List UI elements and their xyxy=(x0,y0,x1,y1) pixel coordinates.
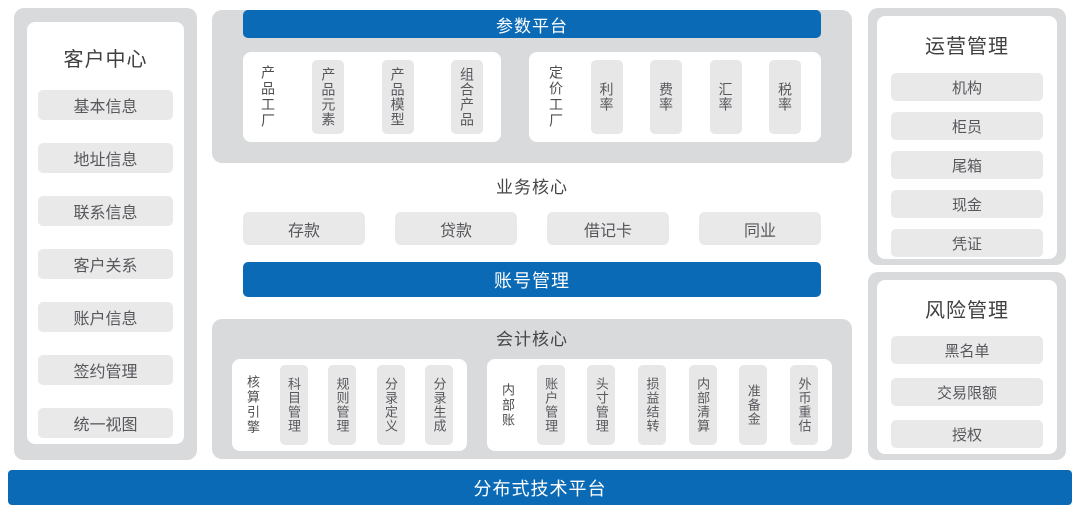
business-core-item-deposit: 存款 xyxy=(243,212,365,245)
business-core-title: 业务核心 xyxy=(496,178,568,197)
risk-item-transaction-limit: 交易限额 xyxy=(891,378,1043,406)
customer-center-item-customer-relation: 客户关系 xyxy=(38,249,173,279)
accounting-item-rule-mgmt: 规则管理 xyxy=(328,365,356,445)
vchip-text: 产品模型 xyxy=(389,67,406,127)
risk-management-items: 黑名单 交易限额 授权 xyxy=(891,336,1043,448)
vchip-text: 科目管理 xyxy=(286,377,301,433)
internal-item-fx-revaluation: 外币重估 xyxy=(789,365,818,445)
customer-center-item-address-info: 地址信息 xyxy=(38,143,173,173)
right-column: 运营管理 机构 柜员 尾箱 现金 凭证 风险管理 黑名单 交易限额 授权 xyxy=(868,0,1066,460)
pricing-factory-item-fee-rate: 费率 xyxy=(650,60,682,134)
vchip-text: 组合产品 xyxy=(458,67,475,127)
customer-center-item-basic-info: 基本信息 xyxy=(38,90,173,120)
customer-center-items: 基本信息 地址信息 联系信息 客户关系 账户信息 签约管理 统一视图 xyxy=(38,90,173,438)
vchip-text: 分录生成 xyxy=(431,377,447,433)
account-management-bar: 账号管理 xyxy=(243,262,821,297)
customer-center-card: 客户中心 基本信息 地址信息 联系信息 客户关系 账户信息 签约管理 统一视图 xyxy=(27,22,184,444)
business-core-items: 存款 贷款 借记卡 同业 xyxy=(243,212,821,245)
accounting-core-panel: 会计核心 核算引擎 科目管理 规则管理 分录定义 分录生成 内部账 账户管理 头… xyxy=(212,319,852,459)
operations-item-institution: 机构 xyxy=(891,73,1043,101)
pricing-factory-card: 定价工厂 利率 费率 汇率 税率 xyxy=(529,52,821,142)
operations-item-cash-box: 尾箱 xyxy=(891,151,1043,179)
vchip-text: 头寸管理 xyxy=(593,377,609,433)
vchip-text: 汇率 xyxy=(717,82,734,112)
vchip-text: 账户管理 xyxy=(543,377,559,433)
product-factory-card: 产品工厂 产品元素 产品模型 组合产品 xyxy=(243,52,501,142)
accounting-item-entry-generation: 分录生成 xyxy=(425,365,453,445)
risk-management-title: 风险管理 xyxy=(925,300,1009,322)
internal-item-reserve: 准备金 xyxy=(739,365,768,445)
customer-center-item-contract-mgmt: 签约管理 xyxy=(38,355,173,385)
vchip-text: 损益结转 xyxy=(644,377,660,433)
pricing-factory-item-tax-rate: 税率 xyxy=(769,60,801,134)
vchip-text: 准备金 xyxy=(745,384,761,426)
parameter-platform-panel: 参数平台 产品工厂 产品元素 产品模型 组合产品 定价工厂 利率 费率 汇率 税… xyxy=(212,10,852,163)
operations-management-card: 运营管理 机构 柜员 尾箱 现金 凭证 xyxy=(877,16,1057,259)
customer-center-panel: 客户中心 基本信息 地址信息 联系信息 客户关系 账户信息 签约管理 统一视图 xyxy=(14,8,197,460)
internal-item-position-mgmt: 头寸管理 xyxy=(587,365,616,445)
product-factory-label: 产品工厂 xyxy=(260,65,276,129)
product-factory-item-elements: 产品元素 xyxy=(312,60,345,134)
operations-item-teller: 柜员 xyxy=(891,112,1043,140)
business-core-item-loan: 贷款 xyxy=(395,212,517,245)
internal-item-pnl-carryover: 损益结转 xyxy=(637,365,666,445)
center-column: 参数平台 产品工厂 产品元素 产品模型 组合产品 定价工厂 利率 费率 汇率 税… xyxy=(212,0,852,459)
pricing-factory-label: 定价工厂 xyxy=(548,65,564,129)
risk-item-authorization: 授权 xyxy=(891,420,1043,448)
distributed-tech-platform-bar: 分布式技术平台 xyxy=(8,470,1072,505)
operations-management-panel: 运营管理 机构 柜员 尾箱 现金 凭证 xyxy=(868,8,1066,265)
operations-management-title: 运营管理 xyxy=(925,36,1009,58)
vchip-text: 利率 xyxy=(598,82,615,112)
customer-center-item-contact-info: 联系信息 xyxy=(38,196,173,226)
business-core-item-debit-card: 借记卡 xyxy=(547,212,669,245)
vchip-text: 内部清算 xyxy=(695,377,711,433)
internal-item-account-mgmt: 账户管理 xyxy=(536,365,565,445)
operations-item-cash: 现金 xyxy=(891,190,1043,218)
operations-management-items: 机构 柜员 尾箱 现金 凭证 xyxy=(891,73,1043,257)
vchip-text: 分录定义 xyxy=(383,377,398,433)
internal-account-label: 内部账 xyxy=(500,382,515,428)
customer-center-item-account-info: 账户信息 xyxy=(38,302,173,332)
accounting-engine-card: 核算引擎 科目管理 规则管理 分录定义 分录生成 xyxy=(232,359,467,451)
pricing-factory-item-exchange-rate: 汇率 xyxy=(709,60,742,134)
parameter-platform-header: 参数平台 xyxy=(243,10,821,38)
accounting-core-title: 会计核心 xyxy=(496,330,568,349)
customer-center-item-unified-view: 统一视图 xyxy=(38,408,173,438)
accounting-engine-label: 核算引擎 xyxy=(245,375,260,435)
pricing-factory-item-interest-rate: 利率 xyxy=(590,60,623,134)
internal-account-card: 内部账 账户管理 头寸管理 损益结转 内部清算 准备金 外币重估 xyxy=(487,359,832,451)
accounting-item-entry-definition: 分录定义 xyxy=(376,365,405,445)
vchip-text: 费率 xyxy=(658,82,674,112)
vchip-text: 产品元素 xyxy=(320,67,337,127)
product-factory-item-models: 产品模型 xyxy=(381,60,414,134)
risk-management-panel: 风险管理 黑名单 交易限额 授权 xyxy=(868,272,1066,460)
parameter-platform-cards: 产品工厂 产品元素 产品模型 组合产品 定价工厂 利率 费率 汇率 税率 xyxy=(243,52,821,142)
customer-center-title: 客户中心 xyxy=(63,49,148,71)
risk-management-card: 风险管理 黑名单 交易限额 授权 xyxy=(877,280,1057,454)
product-factory-item-composite: 组合产品 xyxy=(450,60,483,134)
accounting-item-subject-mgmt: 科目管理 xyxy=(279,365,308,445)
operations-item-voucher: 凭证 xyxy=(891,229,1043,257)
business-core-item-interbank: 同业 xyxy=(699,212,821,245)
accounting-core-cards: 核算引擎 科目管理 规则管理 分录定义 分录生成 内部账 账户管理 头寸管理 损… xyxy=(232,359,832,451)
risk-item-blacklist: 黑名单 xyxy=(891,336,1043,364)
vchip-text: 税率 xyxy=(777,82,793,112)
vchip-text: 规则管理 xyxy=(334,377,350,433)
internal-item-internal-clearing: 内部清算 xyxy=(688,365,717,445)
vchip-text: 外币重估 xyxy=(796,377,812,433)
